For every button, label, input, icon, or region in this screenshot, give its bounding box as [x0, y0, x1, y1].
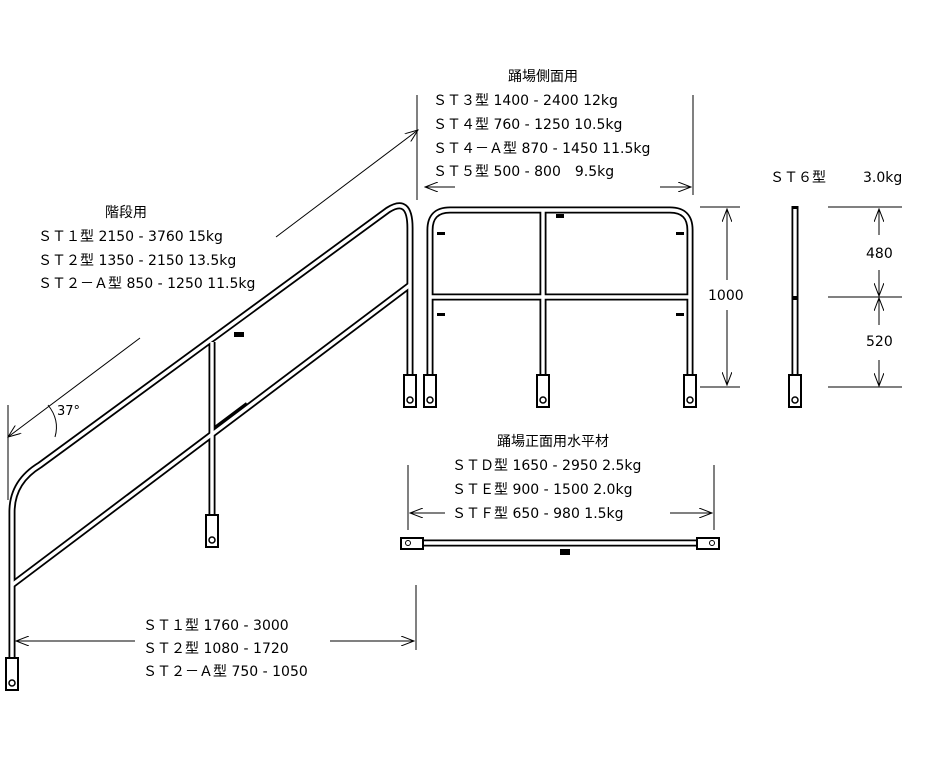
st6-lower-dim: 520 [866, 334, 893, 350]
landing-front-spec-1: ＳＴＤ型 1650 - 2950 2.5kg [452, 458, 642, 474]
landing-front-spec-3: ＳＴＦ型 650 - 980 1.5kg [452, 506, 624, 522]
landing-side-spec-1: ＳＴ３型 1400 - 2400 12kg [433, 93, 618, 109]
st6-weight: 3.0kg [863, 170, 903, 186]
landing-side-spec-2: ＳＴ４型 760 - 1250 10.5kg [433, 117, 623, 133]
stair-spec-1: ＳＴ１型 2150 - 3760 15kg [38, 229, 223, 245]
stair-width-3: ＳＴ２－Ａ型 750 - 1050 [143, 664, 308, 680]
landing-front-title: 踊場正面用水平材 [497, 434, 609, 450]
dimension-lines [8, 95, 902, 650]
stair-width-2: ＳＴ２型 1080 - 1720 [143, 641, 289, 657]
stair-railing [5, 202, 417, 691]
height-label: 1000 [708, 288, 744, 304]
stair-width-1: ＳＴ１型 1760 - 3000 [143, 618, 289, 634]
angle-label: 37° [57, 404, 81, 419]
st6-upper-dim: 480 [866, 246, 893, 262]
st6-post [788, 206, 802, 408]
landing-side-spec-4: ＳＴ５型 500 - 800 9.5kg [433, 164, 615, 180]
stair-spec-3: ＳＴ２－Ａ型 850 - 1250 11.5kg [38, 276, 256, 292]
stair-title: 階段用 [105, 205, 147, 221]
landing-side-spec-3: ＳＴ４－Ａ型 870 - 1450 11.5kg [433, 141, 651, 157]
horizontal-member [400, 537, 720, 555]
landing-side-title: 踊場側面用 [508, 69, 578, 85]
st6-label: ＳＴ６型 [770, 170, 826, 186]
landing-side-railing [423, 206, 697, 408]
landing-front-spec-2: ＳＴＥ型 900 - 1500 2.0kg [452, 482, 633, 498]
stair-spec-2: ＳＴ２型 1350 - 2150 13.5kg [38, 253, 237, 269]
